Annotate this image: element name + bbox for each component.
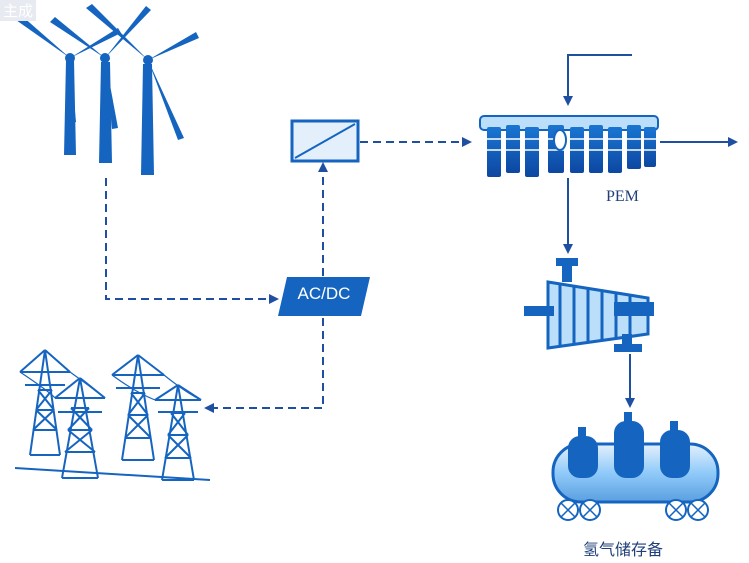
pylon-1 (19, 349, 71, 456)
power-grid-icon (14, 349, 211, 481)
hydrogen-storage-label: 氢气储存备 (583, 540, 664, 559)
dc-dc-converter-icon (290, 119, 360, 163)
gas-cylinder-3 (660, 421, 690, 478)
watermark-label: 主成 (0, 0, 37, 21)
wind-turbine-middle (50, 6, 151, 163)
ac-dc-label: AC/DC (297, 284, 351, 303)
pem-electrolyzer-icon (479, 115, 659, 177)
wind-turbine-right (86, 4, 199, 175)
arrow-water-input (563, 54, 632, 106)
pem-label: PEM (606, 188, 639, 205)
ac-dc-converter-icon (278, 277, 370, 316)
flow-arrows (105, 54, 738, 413)
gas-cylinder-1 (568, 427, 598, 478)
arrow-turbine-to-acdc (105, 178, 279, 304)
pylon-2 (54, 377, 106, 479)
compressor-icon (524, 258, 654, 352)
pylon-3 (111, 354, 165, 461)
gas-cylinder-2 (614, 412, 644, 478)
wind-turbine-left (16, 16, 121, 155)
hydrogen-storage-icon (551, 412, 720, 521)
pylon-4 (154, 384, 202, 481)
arrow-acdc-to-grid (204, 318, 324, 413)
wind-turbines-icon (16, 4, 199, 175)
